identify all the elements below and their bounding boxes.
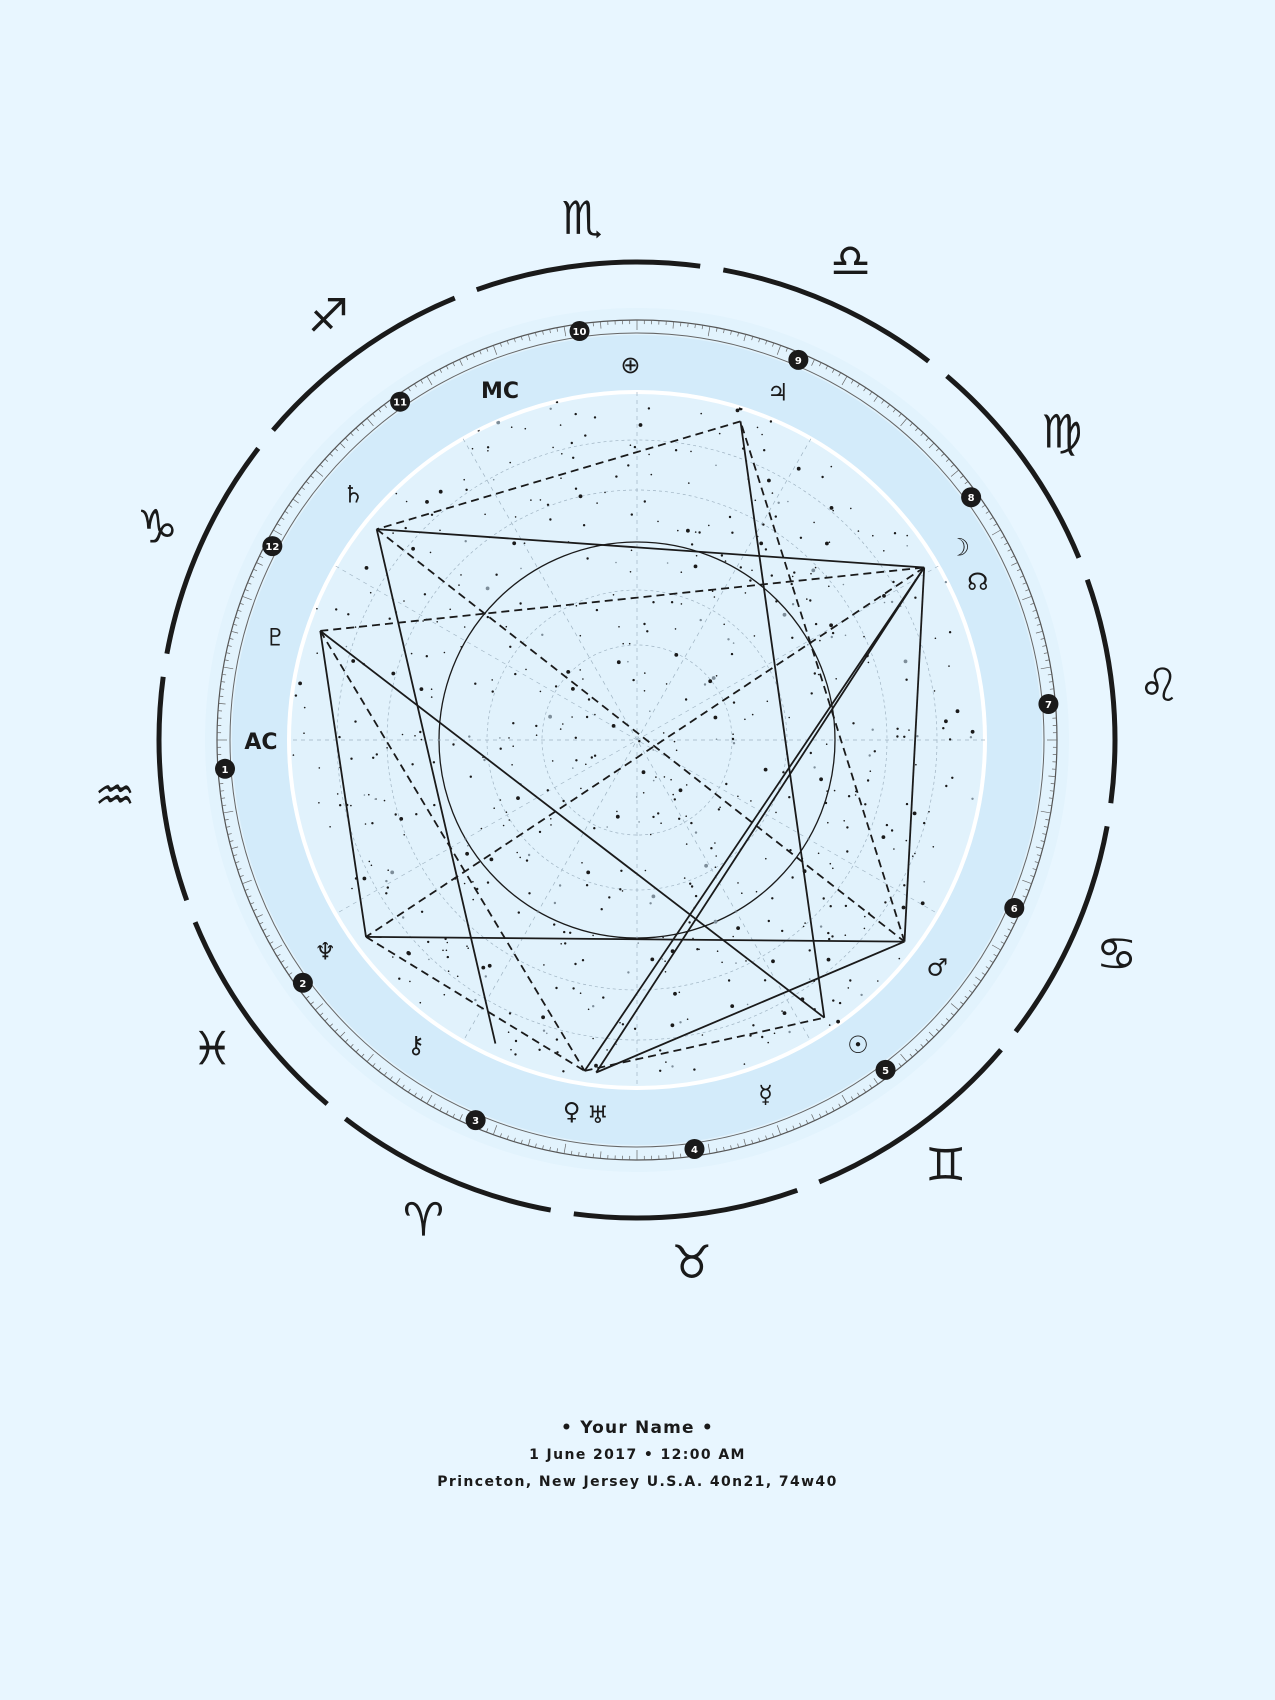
- house-marker-10: 10: [569, 321, 590, 342]
- zodiac-ring-arc: [1084, 578, 1118, 804]
- house-markers: 10 9 8 7 6 5 4 3 2 1 12 11: [215, 321, 1059, 1159]
- planet-glyphs: ⊕ ♃ ☽ ☊ ♂ ☉ ☿ ♅♀ ⚷ ♆ ♇ ♄: [265, 351, 989, 1129]
- zodiac-ring: [156, 259, 1118, 1221]
- sun-icon: ☉: [847, 1031, 869, 1059]
- uranus-icon: ♅: [587, 1101, 609, 1129]
- zodiac-ring-arc: [271, 295, 456, 432]
- house-marker-2: 2: [292, 972, 313, 993]
- aspect-line: [376, 528, 906, 943]
- sign-scorpio-icon: ♏: [561, 191, 602, 245]
- ac-label: AC: [244, 730, 277, 755]
- aspect-line: [319, 630, 825, 1019]
- house-marker-1: 1: [215, 758, 236, 779]
- moon-icon: ☽: [949, 533, 971, 561]
- sign-virgo-icon: ♍: [1041, 404, 1082, 458]
- zodiac-ring-arc: [573, 1187, 799, 1221]
- aspect-line: [320, 566, 925, 632]
- star-map: [289, 392, 985, 1088]
- house-marker-5: 5: [875, 1059, 896, 1080]
- birth-date-time: 1 June 2017 • 12:00 AM: [529, 1447, 746, 1463]
- saturn-icon: ♄: [342, 480, 364, 508]
- sign-libra-icon: ♎: [830, 233, 871, 287]
- house-number: 7: [1045, 700, 1052, 711]
- birth-place: Princeton, New Jersey U.S.A. 40n21, 74w4…: [437, 1474, 838, 1490]
- zodiac-ring-arc: [722, 267, 931, 364]
- sign-gemini-icon: ♊: [925, 1138, 966, 1192]
- zodiac-ring-arc: [164, 446, 261, 655]
- mc-label: MC: [481, 379, 519, 404]
- sign-aries-icon: ♈: [403, 1193, 444, 1247]
- aspect-line: [595, 567, 925, 1073]
- house-ring-inner: [229, 332, 1045, 1148]
- sign-capricorn-icon: ♑: [137, 499, 178, 553]
- jupiter-icon: ♃: [767, 378, 789, 406]
- house-marker-11: 11: [390, 391, 411, 412]
- house-marker-9: 9: [788, 349, 809, 370]
- house-marker-7: 7: [1038, 694, 1059, 715]
- aspect-line: [583, 566, 925, 1072]
- house-number: 2: [299, 979, 306, 990]
- house-number: 9: [795, 356, 802, 367]
- neptune-icon: ♆: [315, 937, 337, 965]
- aspect-line: [903, 567, 926, 942]
- aspect-line: [365, 936, 586, 1072]
- sign-pisces-icon: ♓: [192, 1022, 233, 1076]
- aspect-line: [376, 420, 741, 531]
- house-number: 3: [472, 1116, 479, 1127]
- aspect-line: [375, 528, 497, 1044]
- aspect-line: [739, 421, 826, 1018]
- degree-ticks: [217, 320, 1057, 1160]
- aspect-line: [319, 630, 367, 938]
- sign-leo-icon: ♌: [1138, 658, 1179, 712]
- part-of-fortune-icon: ⊕: [620, 351, 640, 379]
- zodiac-ring-arc: [475, 259, 701, 293]
- house-marker-12: 12: [262, 536, 283, 557]
- aspect-line: [365, 936, 905, 943]
- house-number: 4: [691, 1145, 698, 1156]
- zodiac-ring-arc: [192, 921, 329, 1106]
- house-marker-3: 3: [465, 1110, 486, 1131]
- house-number: 5: [882, 1066, 889, 1077]
- zodiac-ring-arc: [343, 1116, 552, 1213]
- house-number: 1: [222, 765, 229, 776]
- aspect-line: [376, 528, 925, 569]
- sign-taurus-icon: ♉: [671, 1235, 712, 1289]
- north-node-icon: ☊: [967, 568, 988, 596]
- natal-chart-wheel: 10 9 8 7 6 5 4 3 2 1 12 11 ♏ ♎ ♍ ♌ ♋ ♊ ♉ ♈ ♓ ♒ ♑ ♐ ⊕ ♃ ☽ ☊ ♂ ☉ ☿ ♅♀ ⚷ ♆…: [94, 191, 1179, 1289]
- zodiac-signs: ♏ ♎ ♍ ♌ ♋ ♊ ♉ ♈ ♓ ♒ ♑ ♐: [94, 191, 1179, 1289]
- zodiac-ring-arc: [1013, 825, 1110, 1034]
- mercury-icon: ☿: [758, 1080, 773, 1108]
- house-number: 6: [1011, 904, 1018, 915]
- house-number: 8: [968, 493, 975, 504]
- zodiac-ring-arc: [945, 374, 1082, 559]
- sign-aquarius-icon: ♒: [94, 768, 135, 822]
- aspect-line: [595, 940, 905, 1074]
- aspect-line: [365, 566, 925, 938]
- house-marker-4: 4: [684, 1138, 705, 1159]
- mars-icon: ♂: [927, 953, 949, 981]
- aspect-line: [319, 630, 586, 1072]
- aspect-line: [584, 1016, 825, 1072]
- house-number: 11: [393, 398, 407, 409]
- pluto-icon: ♇: [265, 623, 287, 651]
- house-marker-6: 6: [1004, 897, 1025, 918]
- house-marker-8: 8: [961, 487, 982, 508]
- chiron-icon: ⚷: [407, 1031, 425, 1059]
- zodiac-ring-arc: [156, 676, 190, 902]
- subject-name: • Your Name •: [561, 1418, 714, 1438]
- zodiac-ring-arc: [818, 1048, 1003, 1185]
- house-number: 12: [265, 542, 279, 553]
- sign-cancer-icon: ♋: [1096, 927, 1137, 981]
- natal-chart: 10 9 8 7 6 5 4 3 2 1 12 11 ♏ ♎ ♍ ♌ ♋ ♊ ♉ ♈ ♓ ♒ ♑ ♐ ⊕ ♃ ☽ ☊ ♂ ☉ ☿ ♅♀ ⚷ ♆…: [94, 191, 1179, 1289]
- aspect-lines: [319, 420, 926, 1074]
- sign-sagittarius-icon: ♐: [308, 288, 349, 342]
- house-number: 10: [573, 327, 587, 338]
- venus-icon: ♀: [563, 1097, 581, 1125]
